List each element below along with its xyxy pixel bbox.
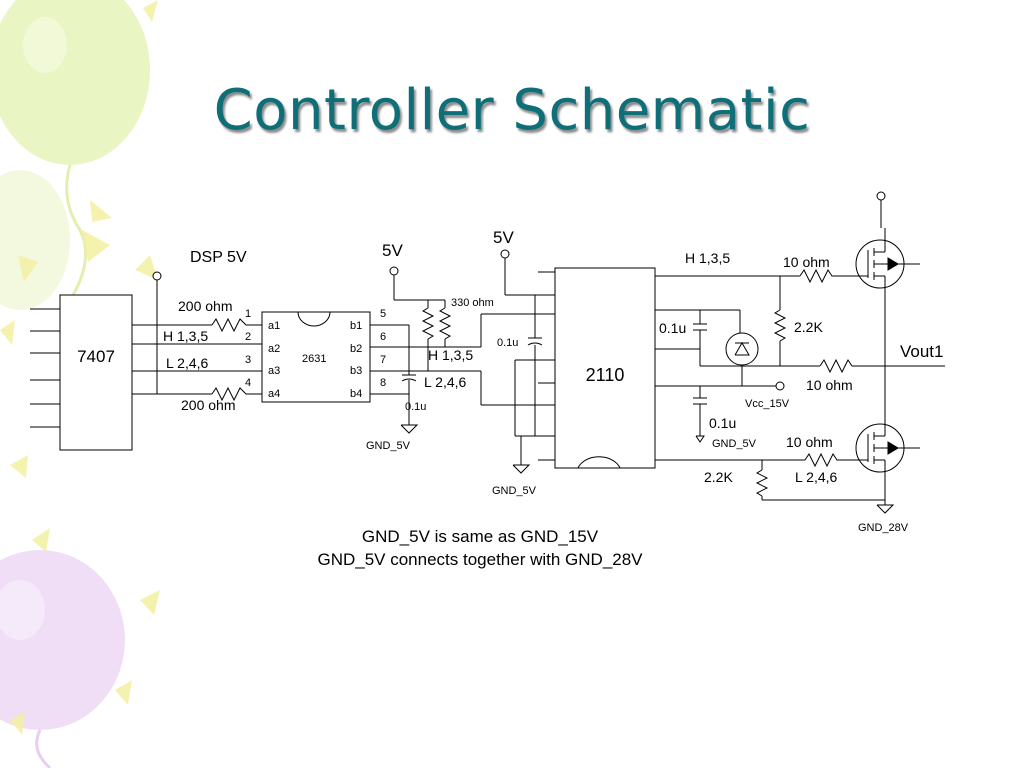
schematic-label: b4 [350, 388, 362, 400]
resistor-200-top [211, 317, 262, 333]
schematic-label: 0.1u [709, 415, 736, 431]
schematic-label: H 1,3,5 [428, 347, 473, 363]
schematic-label: 2110 [586, 365, 625, 385]
schematic-label: 0.1u [659, 320, 686, 336]
balloon-green-icon [0, 0, 150, 310]
sun-rays-icon [0, 0, 160, 735]
mosfet-low-side-icon [855, 416, 920, 514]
schematic-label: 8 [380, 377, 386, 389]
schematic-label: b3 [350, 365, 362, 377]
schematic-label: 2.2K [794, 319, 823, 335]
vout-label: Vout1 [900, 342, 944, 361]
chip-2110: 2110 [554, 267, 656, 469]
schematic-label: 200 ohm [178, 298, 232, 314]
chip-2631: a1 a2 a3 a4 2631 b1 b2 b3 b4 [261, 311, 371, 403]
schematic-label: a4 [268, 388, 280, 400]
schematic-label: GND_5V [492, 485, 537, 497]
schematic-label: GND_28V [858, 522, 909, 534]
schematic-label: a3 [268, 365, 280, 377]
slide-title: Controller Schematic [213, 78, 811, 143]
mosfet-high-side-icon [855, 191, 920, 416]
note-line-2: GND_5V connects together with GND_28V [317, 550, 643, 569]
schematic-label: 10 ohm [806, 377, 853, 393]
schematic-label: L 2,4,6 [424, 374, 467, 390]
schematic-label: GND_5V [366, 440, 411, 452]
dsp-5v-label: DSP 5V [190, 249, 247, 266]
schematic-label: 5 [380, 308, 386, 320]
schematic-label: a1 [268, 320, 280, 332]
opto-output-network [370, 266, 555, 434]
schematic-label: H 1,3,5 [163, 328, 208, 344]
schematic-label: 1 [245, 308, 251, 320]
balloon-purple-icon [0, 550, 125, 768]
chip-7407: 7407 [30, 294, 133, 451]
schematic-label: Vcc_15V [745, 398, 790, 410]
schematic-label: 2631 [302, 353, 326, 365]
schematic-label: 3 [245, 354, 251, 366]
schematic-label: 200 ohm [181, 397, 235, 413]
schematic-label: 2 [245, 331, 251, 343]
dsp-5v-rail [132, 271, 262, 395]
schematic-label: L 2,4,6 [166, 355, 209, 371]
schematic-label: GND_5V [712, 438, 757, 450]
schematic-label: 10 ohm [786, 434, 833, 450]
schematic-label: b2 [350, 343, 362, 355]
schematic-label: 4 [245, 377, 251, 389]
note-line-1: GND_5V is same as GND_15V [361, 527, 599, 546]
schematic-label: 330 ohm [451, 297, 494, 309]
schematic-label: 5V [382, 241, 403, 260]
schematic-label: 0.1u [405, 401, 426, 413]
driver-supply-network [500, 249, 555, 474]
schematic-label: 7407 [77, 347, 115, 366]
schematic-label: 10 ohm [783, 254, 830, 270]
schematic-label: L 2,4,6 [795, 469, 838, 485]
schematic-label: 5V [493, 228, 514, 247]
schematic-label: 6 [380, 331, 386, 343]
driver-output-network [655, 268, 885, 501]
schematic-label: a2 [268, 343, 280, 355]
schematic-label: 0.1u [497, 337, 518, 349]
resistor-200-bottom [211, 386, 262, 402]
schematic-label: b1 [350, 320, 362, 332]
schematic-label: H 1,3,5 [685, 250, 730, 266]
schematic-label: 2.2K [704, 469, 733, 485]
schematic-label: 7 [380, 354, 386, 366]
